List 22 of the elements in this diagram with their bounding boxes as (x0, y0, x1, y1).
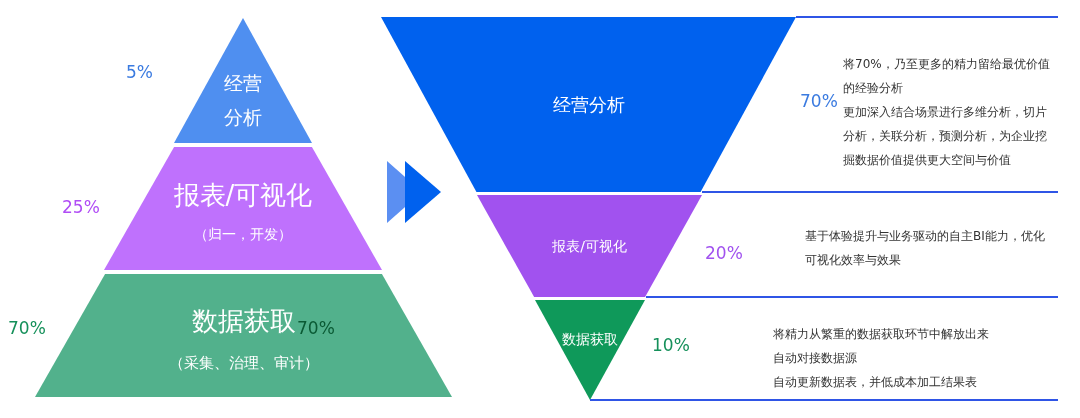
description-text: 基于体验提升与业务驱动的自主BI能力，优化可视化效率与效果 (805, 228, 1046, 269)
tier-title: 经营分析 (223, 70, 263, 130)
tier-title: 数据获取 (191, 304, 296, 338)
tier-subtitle: （归一，开发） (194, 224, 292, 244)
tier-title: 经营分析 (552, 92, 625, 117)
double-chevron-arrow (386, 161, 443, 224)
description-text: 更加深入结合场景进行多维分析，切片分析，关联分析，预测分析，为企业挖掘数据价值提供更大空间与价值 (843, 104, 1048, 169)
percentage-label: 20% (705, 243, 743, 263)
tier-title: 数据获取 (562, 330, 618, 349)
percentage-label: 25% (62, 197, 100, 217)
description-text: 自动对接数据源 (773, 350, 858, 367)
tier-title: 报表/可视化 (552, 237, 627, 256)
percentage-label: 5% (126, 62, 153, 82)
percentage-label: 70% (8, 318, 46, 338)
description-text: 自动更新数据表，并低成本加工结果表 (773, 374, 978, 391)
percentage-label: 10% (652, 335, 690, 355)
description-text: 将70%，乃至更多的精力留给最优价值的经验分析 (843, 56, 1051, 97)
tier-subtitle: （采集、治理、审计） (168, 352, 319, 374)
tier-title: 报表/可视化 (173, 178, 313, 212)
description-text: 将精力从繁重的数据获取环节中解放出来 (773, 326, 990, 343)
percentage-label: 70% (297, 318, 335, 338)
percentage-label: 70% (800, 91, 838, 111)
